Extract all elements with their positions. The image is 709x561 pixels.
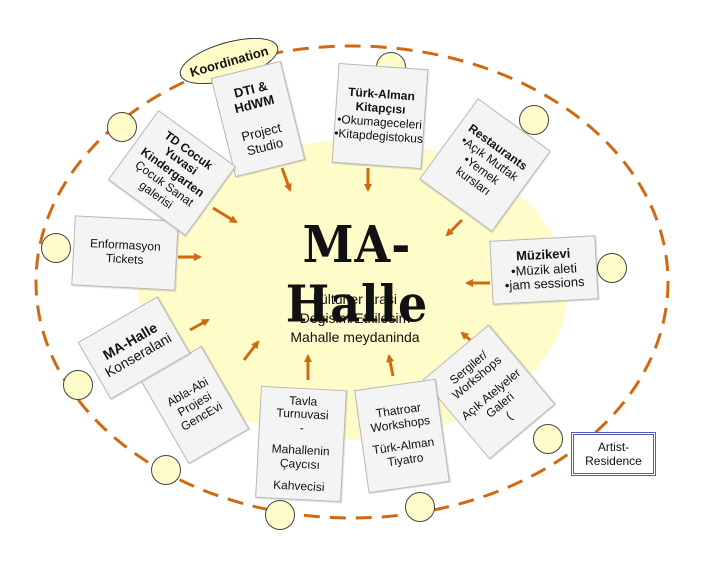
outer-dashed-ring	[34, 44, 670, 520]
ring-node	[151, 455, 181, 485]
ring-node	[107, 112, 137, 142]
card-text: Çaycısı	[279, 455, 321, 472]
ring-node	[265, 500, 295, 530]
arrow-to-center	[242, 340, 260, 361]
arrow-to-center	[189, 318, 210, 332]
card-text: Tiyatro	[386, 450, 425, 470]
ring-node	[533, 424, 563, 454]
ring-node	[41, 233, 71, 263]
arrow-to-center	[212, 206, 238, 224]
card-text: Tickets	[105, 251, 144, 267]
center-subtitle: kültürler arasi Degisim/Etkilesim Mahall…	[290, 291, 420, 345]
card-text: Tavla Turnuvasi	[276, 392, 330, 423]
card-muzikevi: Müzikevi•Müzik aleti•jam sessions	[489, 235, 599, 305]
arrow-to-center	[280, 167, 292, 192]
ring-node	[405, 492, 435, 522]
ring-node	[63, 370, 93, 400]
ring-node	[597, 253, 627, 283]
card-text: Kahvecisi	[272, 477, 325, 494]
card-text: (	[502, 408, 515, 423]
center-title: MA-Halle	[285, 214, 429, 334]
ring-node	[519, 105, 549, 135]
card-text: -	[299, 421, 305, 436]
arrow-to-center	[445, 218, 464, 237]
arrow-to-center	[386, 354, 395, 377]
card-text: •jam sessions	[504, 274, 585, 294]
artist-residence-box: Artist- Residence	[571, 432, 656, 476]
